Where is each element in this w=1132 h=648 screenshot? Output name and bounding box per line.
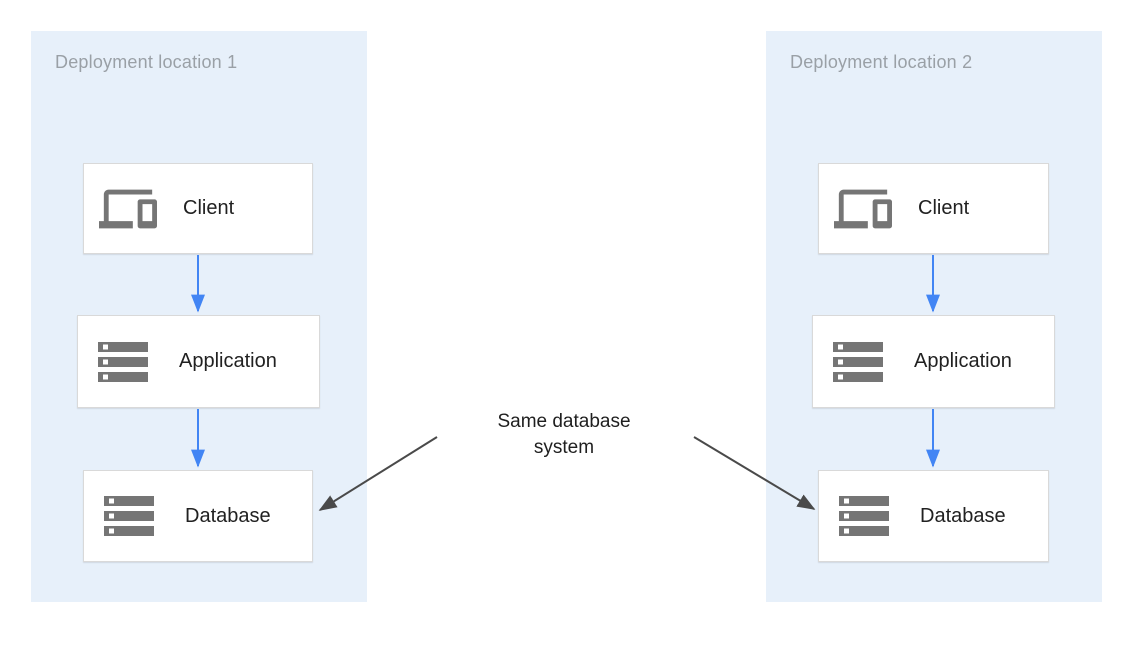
server-stack-icon [834, 486, 894, 546]
client-node: Client [83, 163, 313, 254]
node-label: Client [183, 197, 235, 219]
client-node: Client [818, 163, 1049, 254]
panel-title: Deployment location 1 [55, 52, 238, 72]
server-stack-icon [99, 486, 159, 546]
database-node: Database [83, 470, 313, 562]
server-stack-icon [828, 332, 888, 392]
panel-title: Deployment location 2 [790, 52, 973, 72]
node-label: Application [179, 350, 277, 372]
node-label: Database [920, 504, 1006, 527]
database-node: Database [818, 470, 1049, 562]
devices-icon [834, 180, 892, 238]
server-stack-icon [93, 332, 153, 392]
node-label: Client [918, 197, 970, 219]
application-node: Application [77, 315, 320, 408]
node-label: Database [185, 504, 271, 527]
node-label: Application [914, 350, 1012, 372]
annotation-same-database-system: Same database system [497, 411, 631, 458]
application-node: Application [812, 315, 1055, 408]
devices-icon [99, 180, 157, 238]
